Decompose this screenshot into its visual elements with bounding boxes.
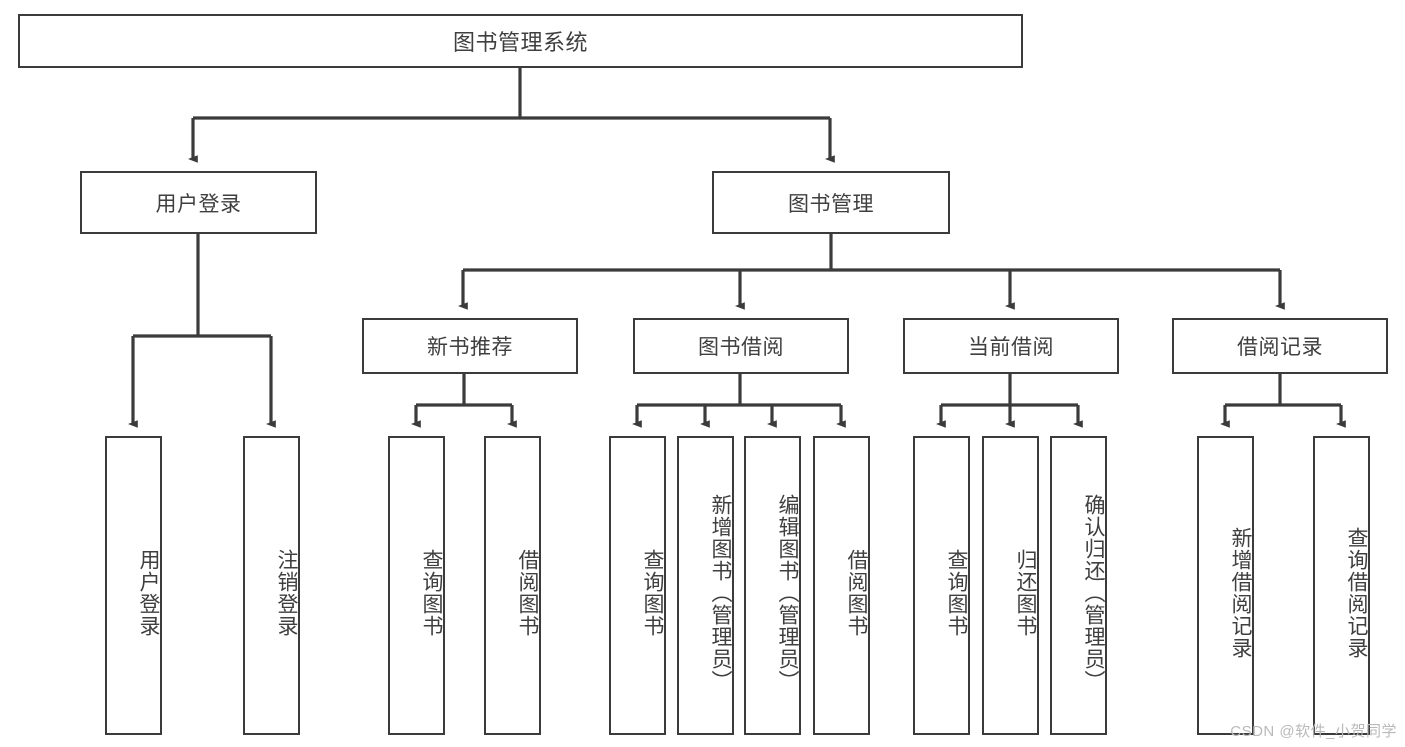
node-leaf-query-borrow-record[interactable]: 查询借阅记录: [1313, 436, 1370, 735]
node-leaf-return-book[interactable]: 归还图书: [982, 436, 1039, 735]
node-label: 新书推荐: [427, 336, 513, 359]
node-label: 图书管理: [788, 192, 874, 216]
node-label: 图书管理系统: [452, 30, 588, 55]
node-leaf-borrow-book[interactable]: 借阅图书: [813, 436, 870, 735]
node-leaf-query-book-current[interactable]: 查询图书: [913, 436, 970, 735]
node-root-book-management-system[interactable]: 图书管理系统: [18, 14, 1023, 68]
node-label: 图书借阅: [698, 336, 784, 359]
node-label: 借阅图书: [845, 548, 868, 637]
node-label: 新增图书（管理员）: [709, 493, 732, 692]
node-label: 查询图书: [945, 548, 968, 637]
node-book-borrow[interactable]: 图书借阅: [633, 318, 849, 374]
node-leaf-query-book-borrow[interactable]: 查询图书: [609, 436, 666, 735]
node-leaf-query-book-recommend[interactable]: 查询图书: [388, 436, 445, 735]
node-label: 借阅记录: [1237, 336, 1323, 359]
node-current-borrow[interactable]: 当前借阅: [903, 318, 1119, 374]
node-leaf-user-login[interactable]: 用户登录: [105, 436, 162, 735]
node-book-management[interactable]: 图书管理: [712, 171, 950, 234]
node-label: 借阅图书: [516, 548, 539, 637]
node-label: 新增借阅记录: [1229, 526, 1252, 659]
node-leaf-edit-book-admin[interactable]: 编辑图书（管理员）: [744, 436, 801, 735]
watermark: CSDN @软件_小贺同学: [1230, 723, 1397, 740]
node-leaf-add-book-admin[interactable]: 新增图书（管理员）: [677, 436, 734, 735]
node-label: 查询借阅记录: [1345, 526, 1368, 659]
node-borrow-record[interactable]: 借阅记录: [1172, 318, 1388, 374]
node-label: 查询图书: [420, 548, 443, 637]
node-label: 当前借阅: [968, 336, 1054, 359]
node-label: 注销登录: [275, 548, 298, 637]
node-label: 用户登录: [155, 192, 242, 216]
node-label: 确认归还（管理员）: [1082, 493, 1105, 692]
node-user-login[interactable]: 用户登录: [80, 171, 317, 234]
node-label: 编辑图书（管理员）: [776, 493, 799, 692]
node-leaf-logout[interactable]: 注销登录: [243, 436, 300, 735]
node-label: 归还图书: [1014, 548, 1037, 637]
node-label: 查询图书: [641, 548, 664, 637]
node-leaf-add-borrow-record[interactable]: 新增借阅记录: [1197, 436, 1254, 735]
node-leaf-confirm-return-admin[interactable]: 确认归还（管理员）: [1050, 436, 1107, 735]
node-leaf-borrow-book-recommend[interactable]: 借阅图书: [484, 436, 541, 735]
node-new-book-recommend[interactable]: 新书推荐: [362, 318, 578, 374]
node-label: 用户登录: [137, 548, 160, 637]
